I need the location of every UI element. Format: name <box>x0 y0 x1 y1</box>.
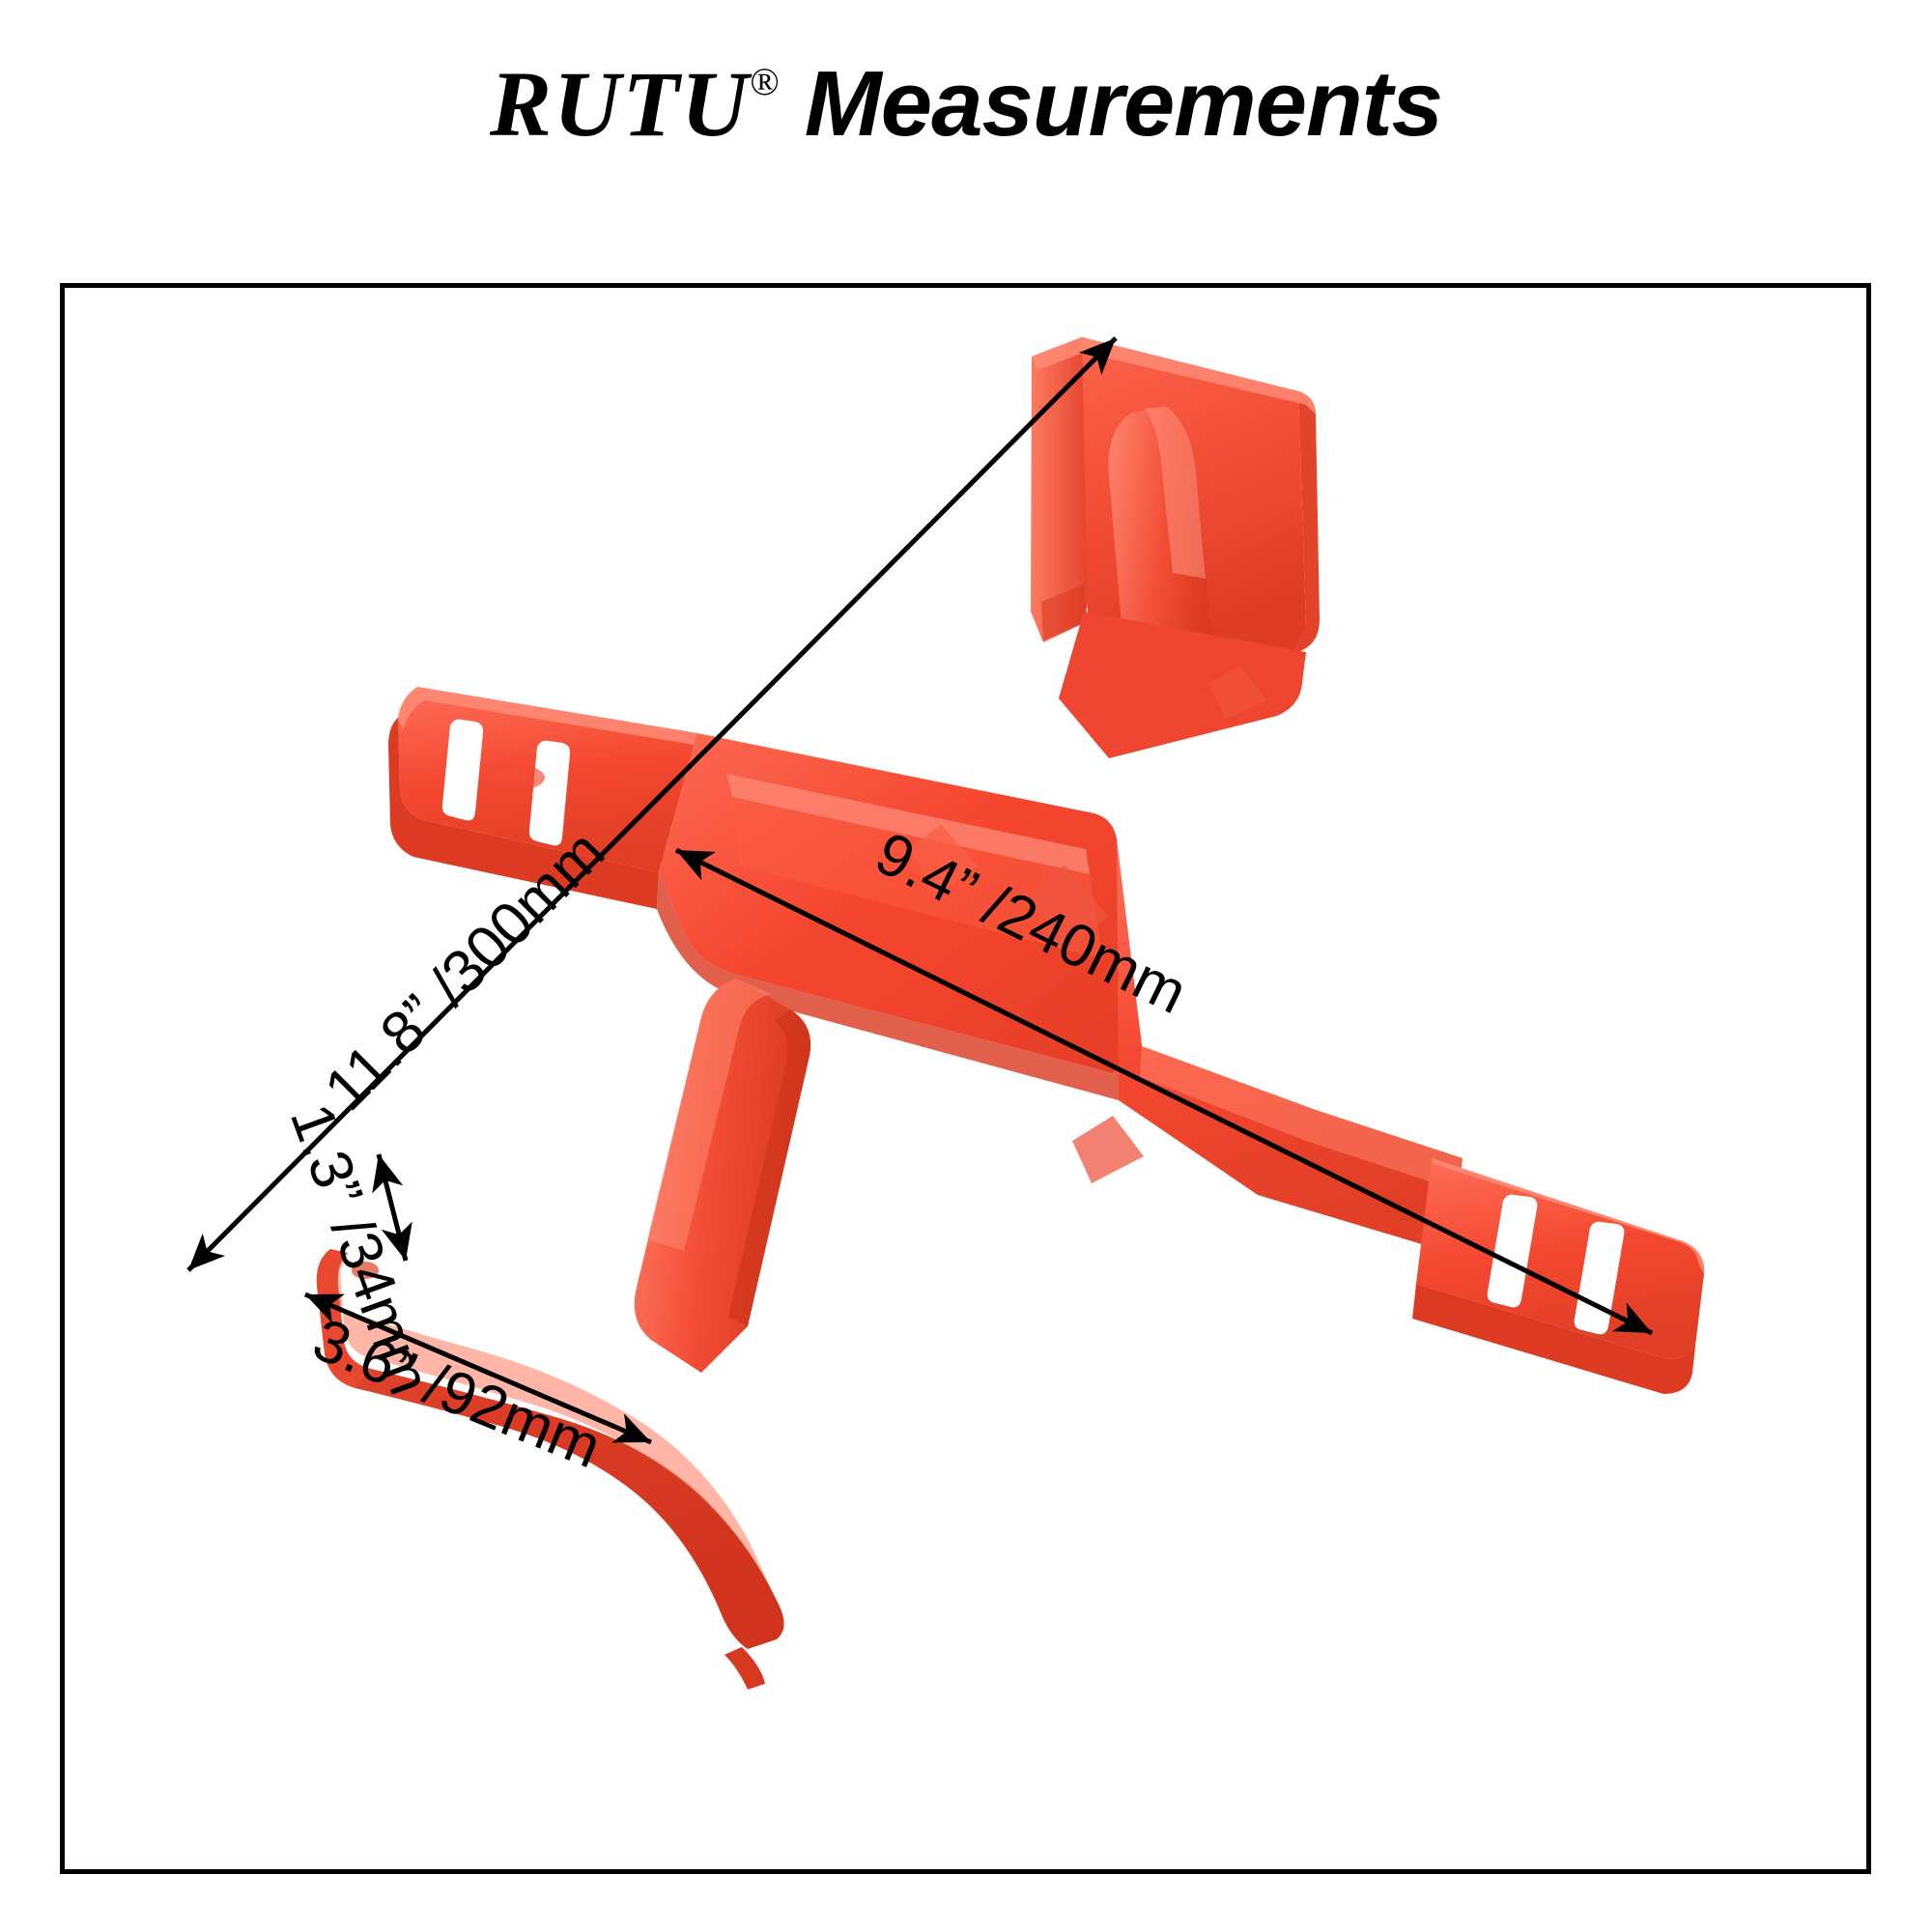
plate-underside <box>1059 611 1306 758</box>
brand-name: RUTU <box>490 52 751 156</box>
diagram-stage: 11.8” /300mm 9.4” /240mm 1.3” /34mm 3.6”… <box>60 283 1871 1874</box>
product-body <box>316 337 1705 1690</box>
beam-fin <box>1072 1116 1144 1183</box>
molded-pin-mark <box>352 1262 379 1279</box>
beam-fin <box>1209 666 1267 720</box>
page-title: RUTU® Measurements <box>0 50 1932 157</box>
lower-stem <box>634 979 811 1373</box>
title-word: Measurements <box>804 52 1443 156</box>
product-illustration <box>316 337 1705 1690</box>
main-arm <box>1059 611 1306 758</box>
molded-boss <box>479 764 545 791</box>
rib-highlight <box>1144 407 1206 579</box>
beam-right-face <box>1117 839 1463 1253</box>
cross-beam <box>388 666 1705 1394</box>
registered-trademark-icon: ® <box>750 60 780 103</box>
foot-tip <box>724 1647 765 1690</box>
back-plate-right-flange <box>1289 391 1320 658</box>
